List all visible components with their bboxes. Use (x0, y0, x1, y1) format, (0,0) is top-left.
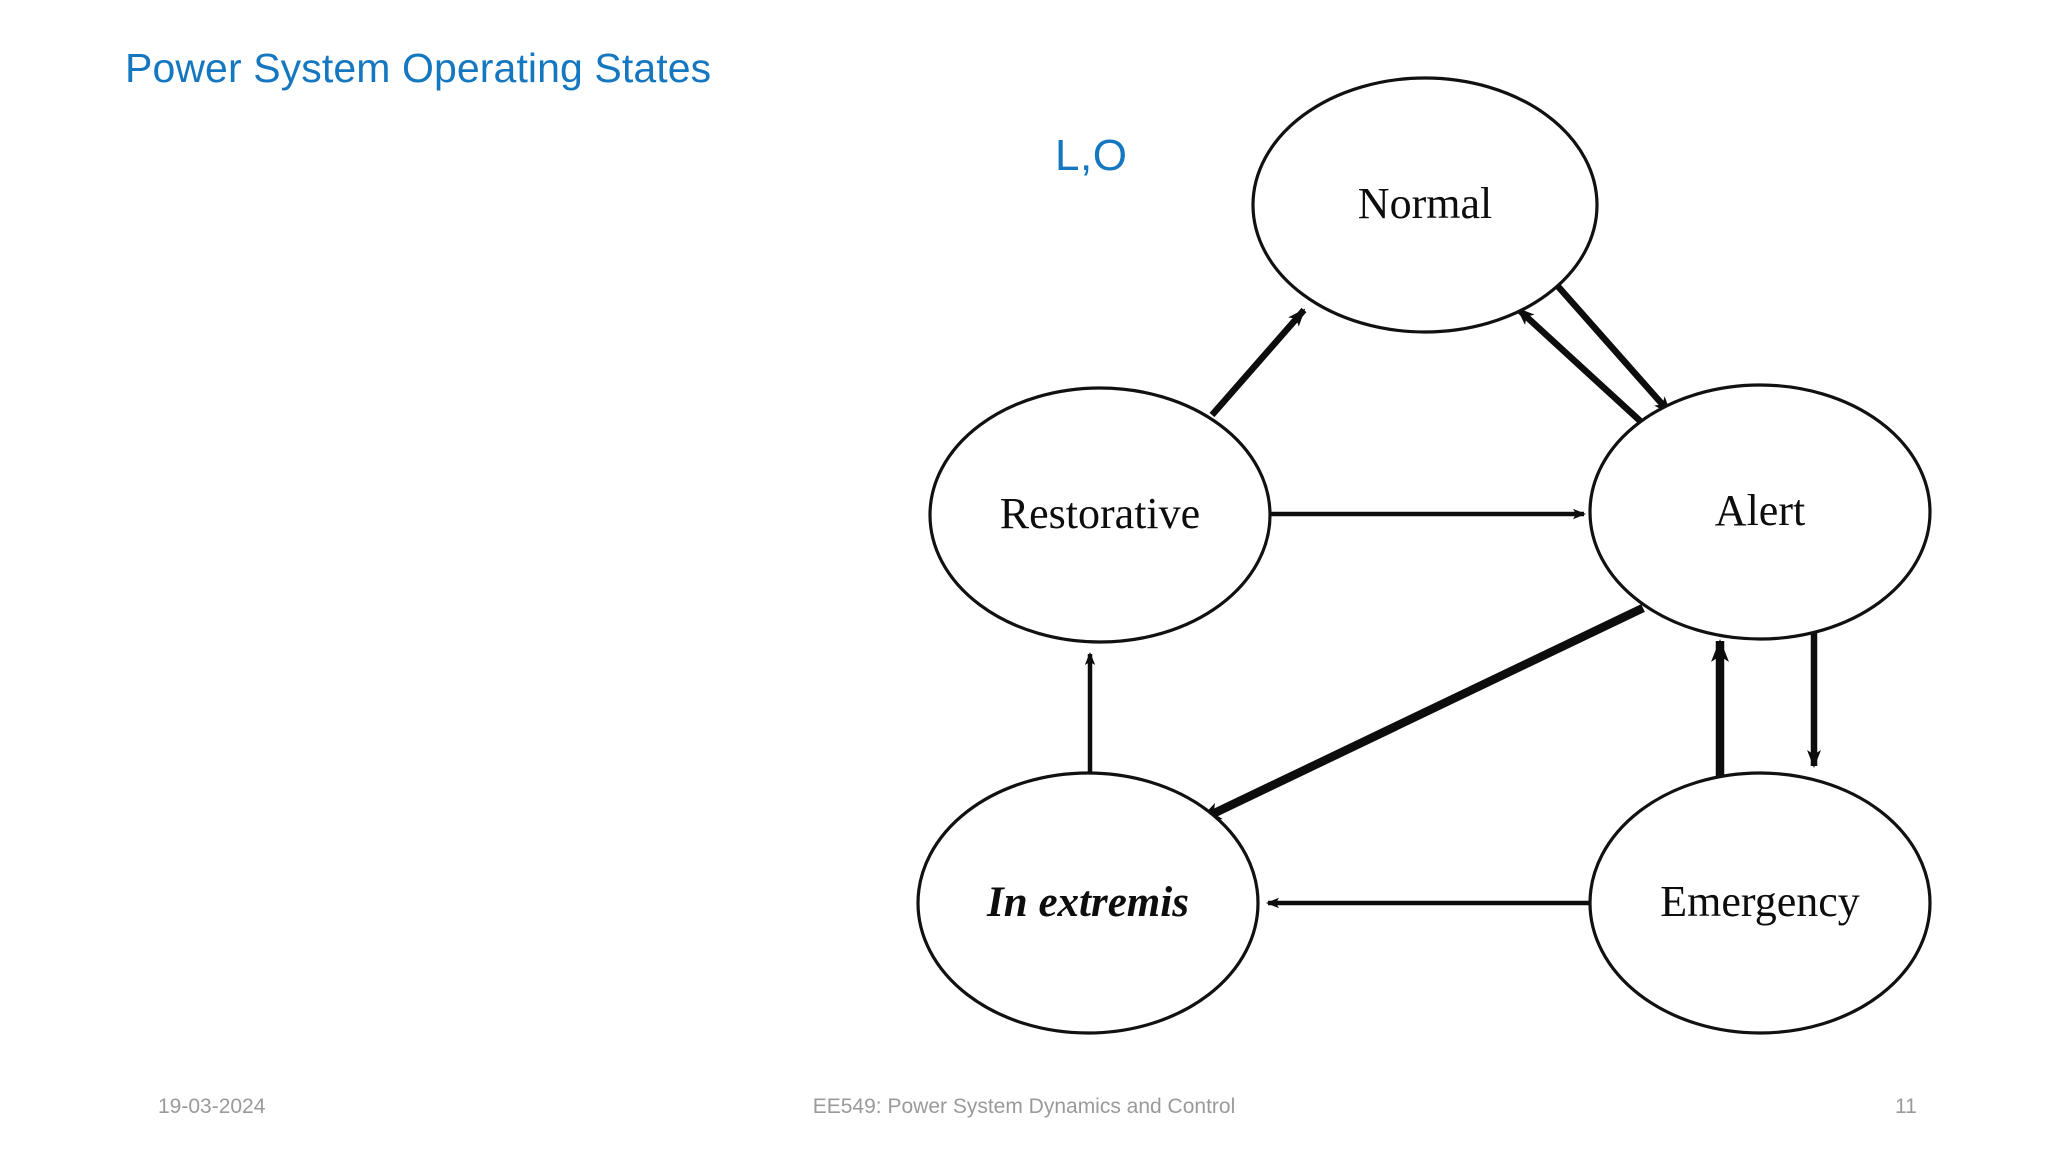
edge-normal-to-alert (1552, 280, 1673, 416)
node-normal-label: Normal (1358, 179, 1492, 228)
node-alert[interactable]: Alert (1588, 383, 1932, 641)
node-restorative-label: Restorative (1000, 489, 1200, 538)
state-diagram-svg: Normal Restorative Alert In extremis Eme… (916, 76, 1932, 1035)
edge-restorative-to-normal (1209, 307, 1307, 418)
slide-footer: 19-03-2024 EE549: Power System Dynamics … (0, 1095, 2048, 1135)
lo-annotation-label: L,O (1055, 131, 1128, 180)
node-normal[interactable]: Normal (1251, 76, 1599, 334)
node-alert-label: Alert (1715, 486, 1805, 535)
node-emergency[interactable]: Emergency (1588, 771, 1932, 1035)
footer-course-title: EE549: Power System Dynamics and Control (812, 1095, 1236, 1118)
node-normal-shape (1251, 76, 1599, 334)
power-system-state-diagram: Normal Restorative Alert In extremis Eme… (880, 30, 2020, 1060)
node-emergency-label: Emergency (1660, 877, 1860, 926)
node-alert-shape (1588, 383, 1932, 641)
footer-date: 19-03-2024 (158, 1095, 266, 1118)
node-in-extremis-shape (916, 771, 1260, 1035)
node-restorative-shape (928, 386, 1272, 644)
edge-alert-to-normal (1515, 306, 1653, 433)
node-emergency-shape (1588, 771, 1932, 1035)
page-title: Power System Operating States (125, 45, 712, 91)
edge-alert-to-in-extremis (1198, 604, 1645, 824)
node-in-extremis[interactable]: In extremis (916, 771, 1260, 1035)
footer-page-number: 11 (1895, 1095, 1917, 1118)
node-in-extremis-label: In extremis (986, 879, 1189, 926)
node-restorative[interactable]: Restorative (928, 386, 1272, 644)
